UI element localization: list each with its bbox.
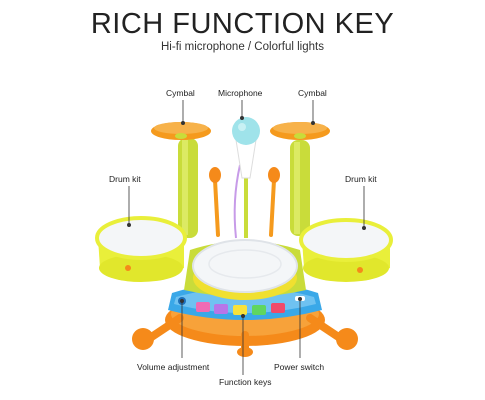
drumstick-right bbox=[269, 178, 276, 237]
center-drum-head bbox=[192, 239, 298, 293]
microphone-head bbox=[232, 117, 260, 145]
function-key-2[interactable] bbox=[214, 304, 228, 314]
label-drum-kit-left: Drum kit bbox=[109, 174, 141, 184]
drum-kit-left-head bbox=[95, 216, 187, 260]
page-title: RICH FUNCTION KEY bbox=[90, 8, 395, 40]
label-microphone: Microphone bbox=[218, 88, 263, 98]
label-power-switch: Power switch bbox=[274, 362, 325, 372]
label-cymbal-left: Cymbal bbox=[166, 88, 195, 98]
drum-kit-right-head bbox=[299, 218, 393, 262]
function-key-3[interactable] bbox=[233, 305, 247, 315]
function-key-1[interactable] bbox=[196, 302, 210, 312]
base-foot-left bbox=[132, 328, 154, 350]
function-key-5[interactable] bbox=[271, 303, 285, 313]
page-subtitle: Hi-fi microphone / Colorful lights bbox=[161, 41, 324, 53]
label-volume-adjustment: Volume adjustment bbox=[137, 362, 210, 372]
label-drum-kit-right: Drum kit bbox=[345, 174, 377, 184]
label-function-keys: Function keys bbox=[219, 377, 272, 387]
base-foot-right bbox=[336, 328, 358, 350]
drumstick-left bbox=[213, 178, 220, 237]
function-key-4[interactable] bbox=[252, 305, 266, 315]
label-cymbal-right: Cymbal bbox=[298, 88, 327, 98]
